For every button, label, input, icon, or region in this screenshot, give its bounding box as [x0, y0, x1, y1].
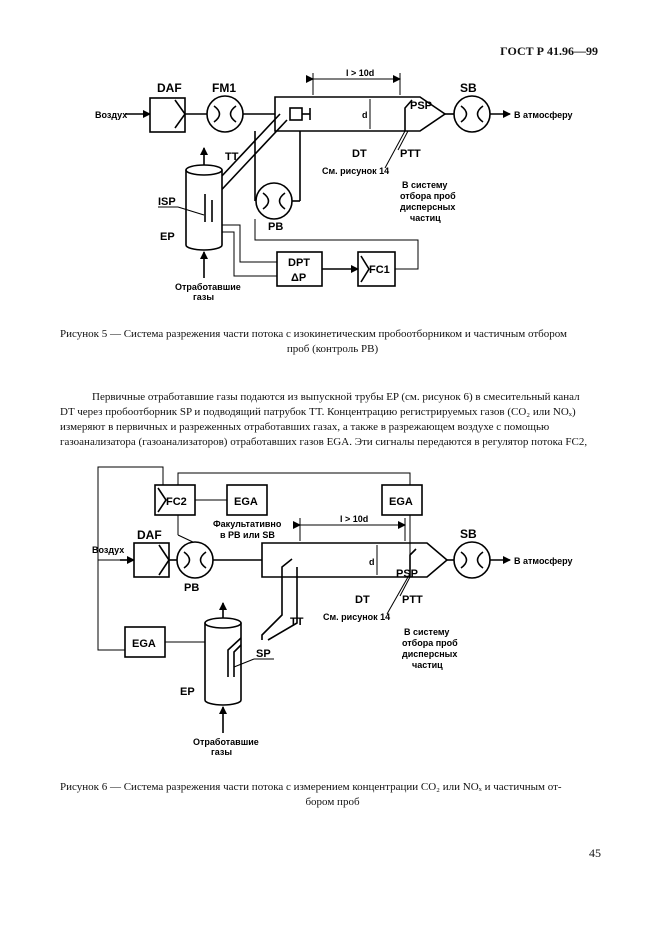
- figure-5-caption: Рисунок 5 — Система разрежения части пот…: [60, 327, 605, 357]
- fig6-ega-left-box: [124, 626, 166, 658]
- fig6-daf-box: [133, 542, 170, 578]
- fig5-isp-label: ISP: [158, 196, 176, 208]
- figure-6-caption-line2: бором проб: [305, 796, 360, 808]
- fig6-pb-pump: [176, 541, 214, 579]
- figure-6-caption: Рисунок 6 — Система разрежения части пот…: [60, 780, 605, 810]
- paragraph-line3: измеряют в первичных и разреженных отраб…: [60, 421, 550, 433]
- fig6-pb-label: PB: [184, 582, 199, 594]
- fig6-daf-label: DAF: [137, 528, 162, 542]
- fig6-fc2-label: FC2: [166, 496, 187, 508]
- fig5-dpt-box: [276, 251, 323, 287]
- fig6-to-system-line1: В систему: [404, 627, 449, 637]
- fig5-to-system-line2: отбора проб: [400, 191, 456, 201]
- fig5-fc1-label: FC1: [369, 264, 390, 276]
- fig5-dt-label: DT: [352, 148, 367, 160]
- fig5-daf-box: [149, 97, 186, 133]
- fig6-exhaust-pipe: [204, 617, 242, 706]
- paragraph-line2: DT через пробоотборник SP и подводящий п…: [60, 406, 576, 418]
- fig5-delta-p-label: ΔP: [291, 272, 306, 284]
- fig5-to-system-line1: В систему: [402, 180, 447, 190]
- figure-6-diagram: FC2 EGA EGA Факультативно в PB или SB Во…: [92, 466, 572, 757]
- standard-header: ГОСТ Р 41.96—99: [500, 44, 598, 58]
- fig5-diameter-label: d: [362, 110, 368, 120]
- fig5-air-label: Воздух: [95, 110, 127, 120]
- fig5-tt-label: TT: [225, 151, 239, 163]
- fig6-ega-top-label: EGA: [234, 496, 258, 508]
- fig5-isokinetic-probe: [289, 107, 303, 121]
- page-number: 45: [589, 846, 601, 860]
- fig5-exhaust-line2: газы: [193, 292, 214, 302]
- fig6-ega-right-box: [381, 484, 423, 516]
- fig5-length-label: l > 10d: [346, 68, 374, 78]
- fig5-ptt-label: PTT: [400, 148, 421, 160]
- fig5-atmosphere-label: В атмосферу: [514, 110, 572, 120]
- fig6-ega-left-label: EGA: [132, 638, 156, 650]
- fig6-exhaust-line1: Отработавшие: [193, 737, 259, 747]
- fig5-fm1-label: FM1: [212, 81, 236, 95]
- fig6-length-label: l > 10d: [340, 514, 368, 524]
- fig5-dpt-label: DPT: [288, 257, 310, 269]
- fig6-sb-blower: [453, 541, 491, 579]
- fig6-optional-line2: в PB или SB: [220, 530, 275, 540]
- fig6-to-system-line3: дисперсных: [402, 649, 457, 659]
- fig6-sb-label: SB: [460, 527, 477, 541]
- fig5-fm1-flowmeter: [206, 95, 244, 133]
- fig5-daf-label: DAF: [157, 81, 182, 95]
- figure-5-caption-line2: проб (контроль PB): [286, 343, 379, 355]
- figure-5-caption-line1: Рисунок 5 — Система разрежения части пот…: [60, 328, 567, 340]
- fig6-ega-right-label: EGA: [389, 496, 413, 508]
- fig5-ep-label: EP: [160, 231, 175, 243]
- fig5-sb-blower: [453, 95, 491, 133]
- figure-6-caption-line1: Рисунок 6 — Система разрежения части пот…: [60, 781, 562, 793]
- fig5-exhaust-line1: Отработавшие: [175, 282, 241, 292]
- fig6-sp-label: SP: [256, 648, 271, 660]
- fig6-ega-top-box: [226, 484, 268, 516]
- fig6-optional-line1: Факультативно: [213, 519, 282, 529]
- fig6-diameter-label: d: [369, 557, 375, 567]
- fig5-pb-pump: [255, 182, 293, 220]
- fig6-exhaust-line2: газы: [211, 747, 232, 757]
- fig6-ptt-label: PTT: [402, 594, 423, 606]
- fig6-atmosphere-label: В атмосферу: [514, 556, 572, 566]
- fig5-sb-label: SB: [460, 81, 477, 95]
- fig5-dilution-tunnel: [274, 96, 447, 132]
- fig6-tt-label: TT: [290, 616, 304, 628]
- fig6-dt-label: DT: [355, 594, 370, 606]
- figure-5-diagram: Воздух DAF FM1 l > 10d d: [95, 68, 572, 302]
- paragraph-line1: Первичные отработавшие газы подаются из …: [92, 391, 580, 403]
- fig5-see-figure-label: См. рисунок 14: [322, 166, 389, 176]
- fig6-psp-label: PSP: [396, 568, 418, 580]
- fig6-to-system-line4: частиц: [412, 660, 443, 670]
- fig5-psp-label: PSP: [410, 100, 432, 112]
- fig6-air-label: Воздух: [92, 545, 124, 555]
- fig6-see-figure-label: См. рисунок 14: [323, 612, 390, 622]
- fig6-dilution-tunnel: [261, 542, 449, 578]
- fig5-exhaust-pipe: [185, 164, 223, 251]
- fig5-to-system-line4: частиц: [410, 213, 441, 223]
- paragraph-line4: газоанализатора (газоанализаторов) отраб…: [60, 436, 588, 448]
- fig5-pb-label: PB: [268, 221, 283, 233]
- fig6-ep-label: EP: [180, 686, 195, 698]
- fig6-to-system-line2: отбора проб: [402, 638, 458, 648]
- fig5-to-system-line3: дисперсных: [400, 202, 455, 212]
